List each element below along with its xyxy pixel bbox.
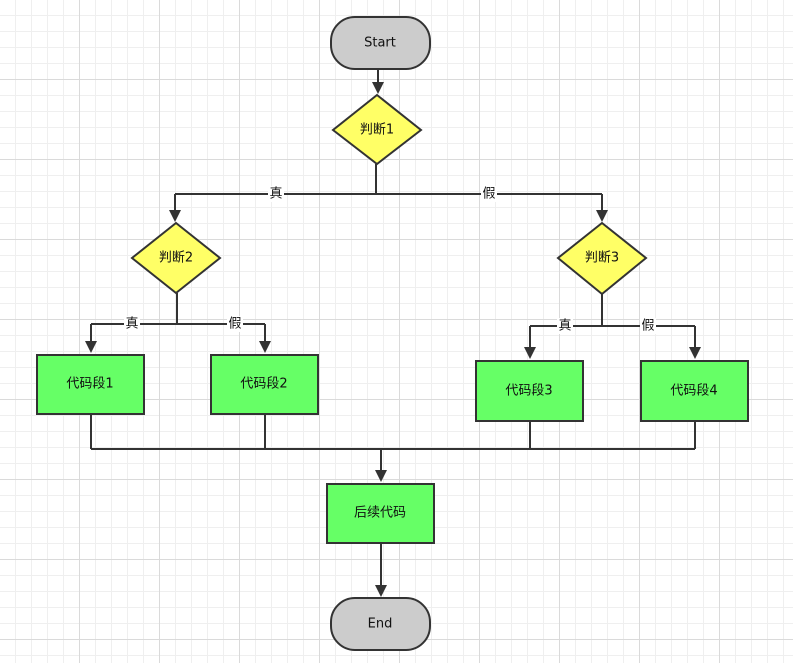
edge-decision1-branches bbox=[174, 164, 603, 212]
node-decision1[interactable]: 判断1 bbox=[331, 93, 423, 166]
edge-label-d3-false: 假 bbox=[641, 319, 654, 334]
edge-label-d1-true: 真 bbox=[269, 187, 282, 202]
node-start-label: Start bbox=[364, 36, 396, 51]
edge-labels: 真 假 真 假 真 假 bbox=[124, 186, 656, 334]
arrowhead-end bbox=[375, 585, 387, 597]
node-end[interactable]: End bbox=[330, 597, 431, 651]
node-code3[interactable]: 代码段3 bbox=[475, 360, 584, 422]
node-code1-label: 代码段1 bbox=[66, 377, 113, 392]
connectors bbox=[85, 70, 701, 597]
node-code2-label: 代码段2 bbox=[240, 377, 287, 392]
edge-label-d3-true: 真 bbox=[558, 319, 571, 334]
node-decision3[interactable]: 判断3 bbox=[556, 221, 648, 296]
node-code4[interactable]: 代码段4 bbox=[640, 360, 749, 422]
edge-label-d1-false: 假 bbox=[482, 187, 495, 202]
node-code1[interactable]: 代码段1 bbox=[36, 354, 145, 415]
node-decision2-label: 判断2 bbox=[159, 251, 193, 266]
node-code2[interactable]: 代码段2 bbox=[210, 354, 319, 415]
arrowhead-code2 bbox=[259, 341, 271, 353]
node-decision2[interactable]: 判断2 bbox=[130, 221, 222, 295]
node-decision3-label: 判断3 bbox=[585, 251, 619, 266]
edge-merge bbox=[90, 414, 696, 472]
arrowhead-decision1 bbox=[372, 82, 384, 94]
edge-label-d2-false: 假 bbox=[228, 317, 241, 332]
node-end-label: End bbox=[368, 617, 393, 632]
arrowhead-decision3 bbox=[596, 210, 608, 222]
arrowhead-code4 bbox=[689, 347, 701, 359]
edge-decision3-branches bbox=[529, 294, 696, 349]
arrowhead-code1 bbox=[85, 341, 97, 353]
arrowhead-decision2 bbox=[169, 210, 181, 222]
node-code4-label: 代码段4 bbox=[670, 384, 717, 399]
edge-decision2-branches bbox=[90, 293, 266, 343]
node-start[interactable]: Start bbox=[330, 16, 431, 70]
arrowhead-code3 bbox=[524, 347, 536, 359]
node-code3-label: 代码段3 bbox=[505, 384, 552, 399]
node-decision1-label: 判断1 bbox=[360, 123, 394, 138]
node-after-label: 后续代码 bbox=[354, 506, 406, 521]
node-after[interactable]: 后续代码 bbox=[326, 483, 435, 544]
arrowhead-after bbox=[375, 470, 387, 482]
edge-label-d2-true: 真 bbox=[125, 317, 138, 332]
